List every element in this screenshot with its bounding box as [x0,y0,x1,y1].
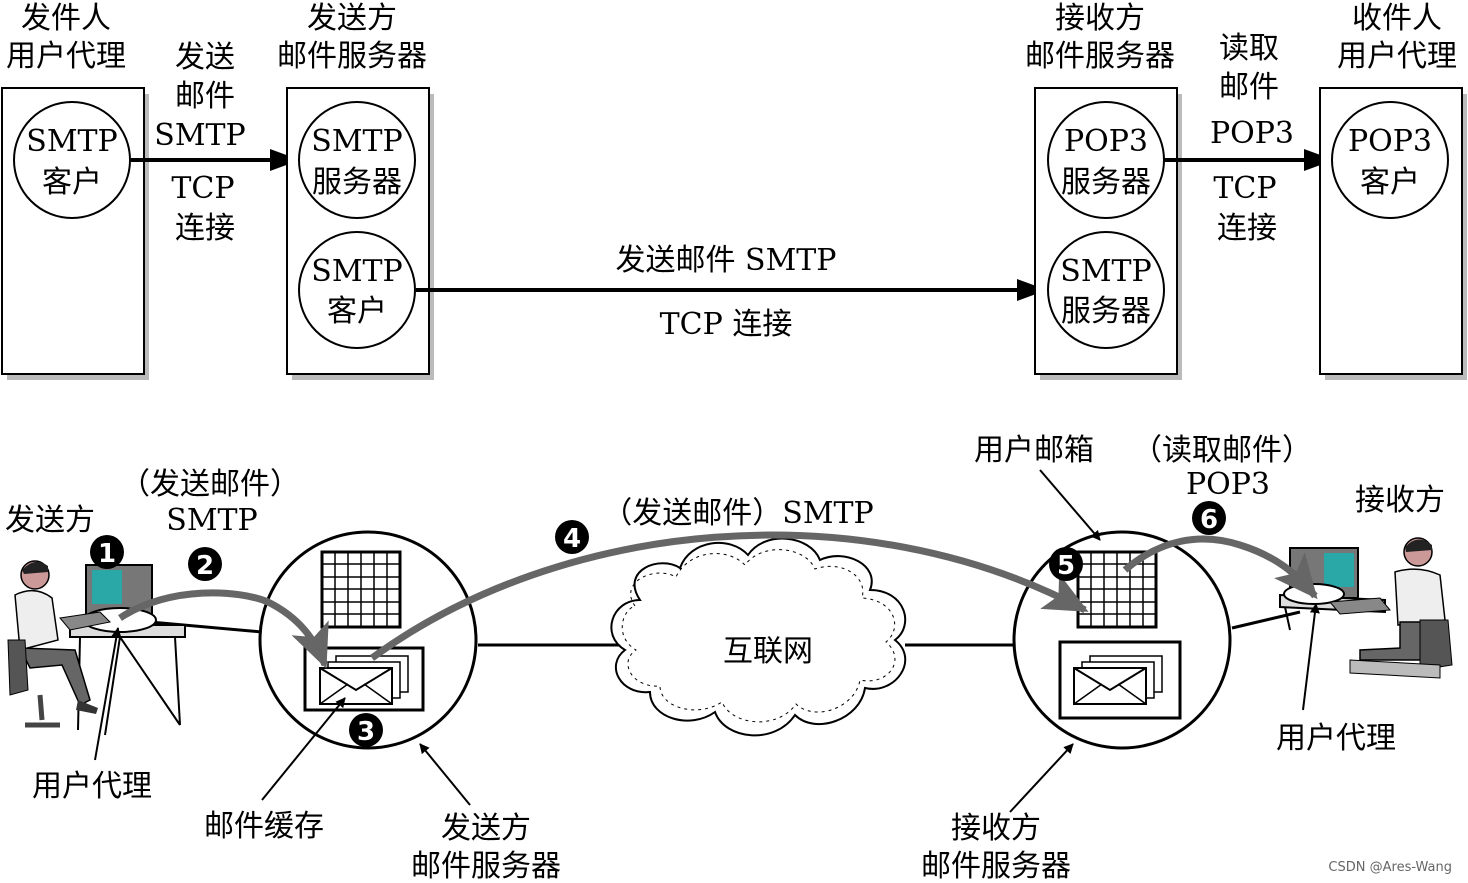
read-mail-protocol: POP3 [1186,467,1270,502]
step-badge-6: 6 [1192,501,1226,535]
flow-arrow-6 [1122,535,1318,600]
receiver-agent-title-line2: 用户代理 [1337,39,1457,74]
receiver-user-computer-icon [1279,537,1453,679]
receiver-label: 接收方 [1355,483,1445,518]
mail-cache-label: 邮件缓存 [204,809,324,844]
internet-send-label: （发送邮件）SMTP [602,496,873,531]
svg-text:1: 1 [98,539,116,569]
sender-server-title-line1: 发送方 [307,1,397,36]
sender-agent-title-line1: 发件人 [21,1,111,36]
right-agent-pointer [1302,603,1320,711]
mailbox-pointer [1039,469,1101,541]
receiver-server-circle1-line1: POP3 [1064,124,1148,159]
mailbox-grid-icon [320,550,402,629]
internet-cloud-icon: 互联网 [610,537,907,737]
link3-line5: 连接 [1217,211,1277,246]
step-badge-1: 1 [90,535,124,569]
link3-line2: 邮件 [1219,70,1279,105]
sender-server-box: SMTP 服务器 SMTP 客户 [286,87,430,375]
sender-agent-title-line2: 用户代理 [6,39,126,74]
receiver-agent-box: POP3 客户 [1319,87,1463,375]
sender-server-circle1-line1: SMTP [311,124,402,159]
receiver-server-label-line1: 接收方 [951,811,1041,846]
mail-cache-pointer [261,697,346,801]
flow-arrow-4 [369,531,1089,661]
receiver-mail-server [1012,530,1232,750]
sender-server-circle2-line1: SMTP [311,254,402,289]
read-mail-label: （读取邮件） [1132,433,1312,468]
link1-line1: 发送 [175,40,235,75]
link1-line4: TCP [171,171,234,206]
send-mail-protocol: SMTP [166,503,257,538]
link1-line3: SMTP [154,118,245,153]
user-mailbox-grid-icon [1076,550,1158,629]
sender-label: 发送方 [5,503,95,538]
sender-user-computer-icon [7,560,186,736]
sender-agent-circle-line2: 客户 [42,165,102,200]
link1-line5: 连接 [175,211,235,246]
link3-line1: 读取 [1219,31,1279,66]
left-agent-pointer [94,627,122,761]
receiver-agent-circle-line1: POP3 [1348,124,1432,159]
svg-text:4: 4 [563,524,581,554]
receiver-envelope-icon [1058,640,1182,720]
receiver-server-box: POP3 服务器 SMTP 服务器 [1034,87,1178,375]
receiver-server-pointer [1009,743,1074,813]
receiver-agent-circle-line2: 客户 [1360,165,1420,200]
flow-arrow-2 [118,589,329,669]
receiver-agent-title-line1: 收件人 [1352,1,1442,36]
sender-server-title-line2: 邮件服务器 [277,39,427,74]
svg-text:2: 2 [196,551,214,581]
step-badge-3: 3 [349,713,383,747]
sender-server-circle2-line2: 客户 [327,294,387,329]
receiver-server-title-line2: 邮件服务器 [1025,39,1175,74]
svg-text:6: 6 [1200,505,1218,535]
step-badge-5: 5 [1049,547,1083,581]
sender-agent-circle-line1: SMTP [26,124,117,159]
send-mail-label: （发送邮件） [120,467,300,502]
receiver-server-label-line2: 邮件服务器 [921,849,1071,883]
step-badge-4: 4 [555,520,589,554]
receiver-server-title-line1: 接收方 [1055,1,1145,36]
receiver-server-circle1-line2: 服务器 [1061,165,1151,200]
sender-server-label-line2: 邮件服务器 [411,849,561,883]
link2-lower: TCP 连接 [660,307,793,342]
sender-agent-box: SMTP 客户 [1,87,145,375]
receiver-server-circle2-line2: 服务器 [1061,294,1151,329]
internet-label: 互联网 [723,634,813,669]
svg-text:5: 5 [1057,551,1075,581]
left-agent-label: 用户代理 [32,769,152,804]
right-agent-label: 用户代理 [1276,721,1396,756]
link2-upper: 发送邮件 SMTP [615,243,836,278]
link3-line3: POP3 [1210,116,1294,151]
link-server-right [1231,610,1301,630]
svg-text:3: 3 [357,717,375,747]
receiver-server-circle2-line1: SMTP [1060,254,1151,289]
sender-server-label-line1: 发送方 [441,811,531,846]
step-badge-2: 2 [188,547,222,581]
mailbox-label: 用户邮箱 [974,433,1094,468]
link-left-server [149,620,263,634]
sender-server-circle1-line2: 服务器 [312,165,402,200]
watermark: CSDN @Ares-Wang [1328,860,1452,875]
link3-line4: TCP [1213,171,1276,206]
link1-line2: 邮件 [175,79,235,114]
sender-server-pointer [419,743,471,806]
